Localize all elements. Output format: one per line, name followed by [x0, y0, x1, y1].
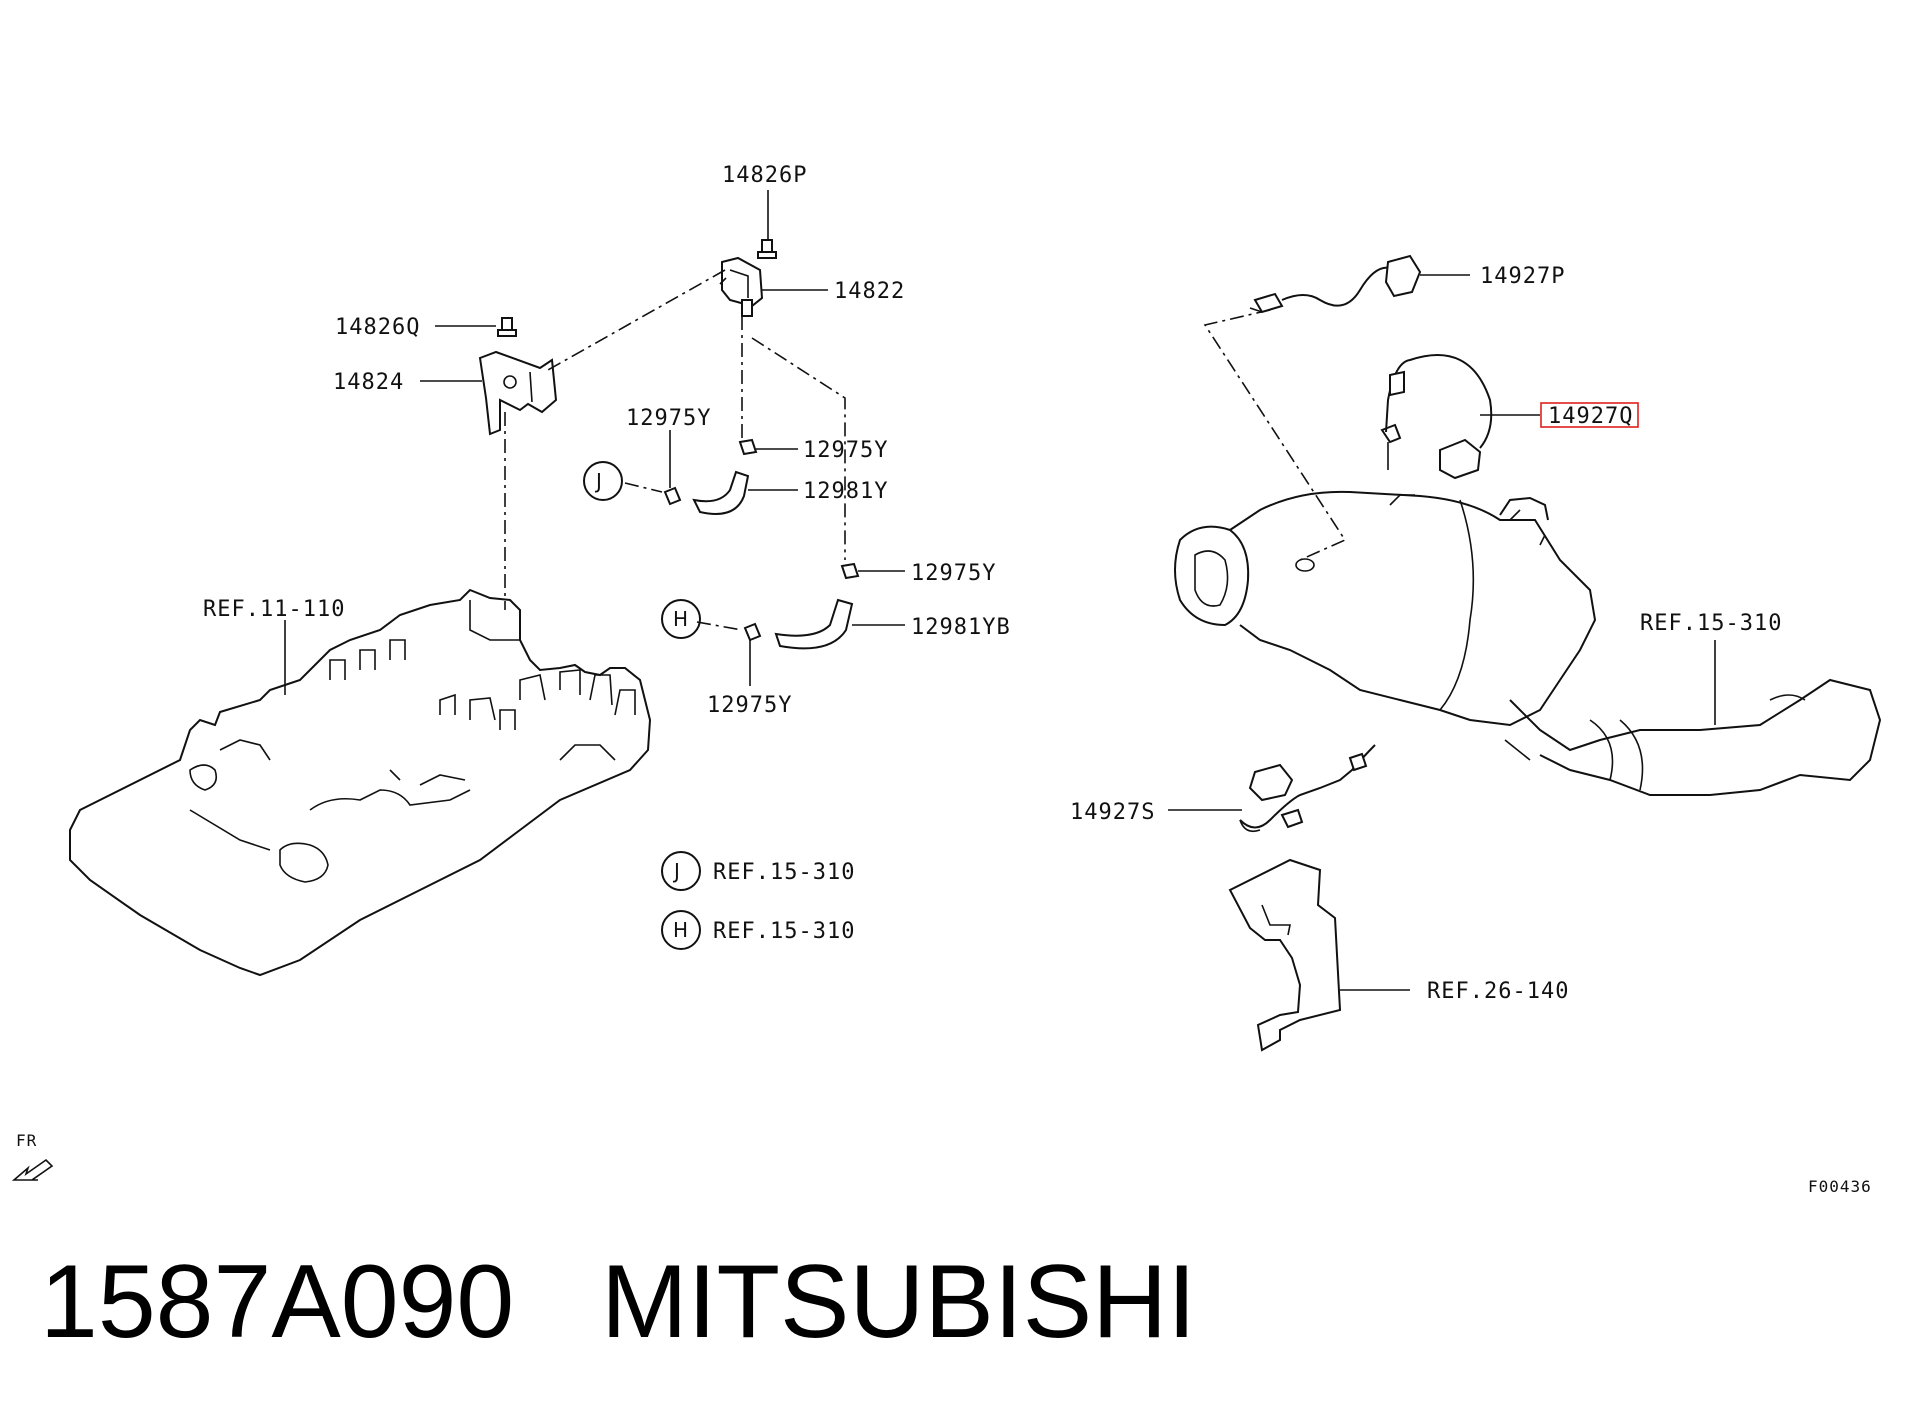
legend-H-ref: REF.15-310 [713, 919, 855, 944]
fr-label: FR [16, 1131, 37, 1150]
label-12975Y-middle: 12975Y [911, 561, 996, 586]
bracket-assembly-drawing [478, 239, 860, 650]
legend-J: J REF.15-310 [661, 851, 855, 891]
callout-J-letter: J [594, 469, 602, 493]
footer-part-number: 1587A090 [40, 1244, 515, 1360]
label-12981Y: 12981Y [803, 479, 888, 504]
footer-brand: MITSUBISHI [600, 1244, 1197, 1360]
label-14927Q: 14927Q [1548, 404, 1633, 429]
callout-H: H [661, 599, 701, 639]
callout-H-letter: H [673, 607, 688, 631]
footer-caption: 1587A090 MITSUBISHI [40, 1250, 1196, 1354]
front-arrow-icon [11, 1158, 54, 1181]
highlight-box-14927Q [1540, 402, 1639, 428]
sensor-14927P-drawing [1249, 254, 1422, 314]
label-14822: 14822 [834, 279, 905, 304]
label-14927P: 14927P [1480, 264, 1565, 289]
label-14824: 14824 [333, 370, 404, 395]
sensor-14927S-drawing [1239, 744, 1376, 833]
label-14927S: 14927S [1070, 800, 1155, 825]
label-12981YB: 12981YB [911, 615, 1011, 640]
dash-leaders [504, 269, 1347, 631]
legend-J-ref: REF.15-310 [713, 860, 855, 885]
label-ref-15-310: REF.15-310 [1640, 611, 1782, 636]
label-12975Y-upper-left: 12975Y [626, 406, 711, 431]
label-14826P: 14826P [722, 163, 807, 188]
leader-lines [284, 190, 1716, 991]
heat-shield-drawing [1228, 858, 1342, 1052]
figure-code: F00436 [1808, 1177, 1872, 1196]
label-ref-11-110: REF.11-110 [203, 597, 345, 622]
engine-cover-drawing [69, 588, 652, 977]
legend-J-letter: J [672, 859, 680, 883]
label-12975Y-lower: 12975Y [707, 693, 792, 718]
exhaust-assembly-drawing [1174, 490, 1882, 796]
legend-H: H REF.15-310 [661, 910, 855, 950]
sensor-14927Q-drawing [1380, 354, 1493, 480]
label-12975Y-upper-right: 12975Y [803, 438, 888, 463]
front-direction-indicator: FR [11, 1131, 54, 1181]
label-14826Q: 14826Q [335, 315, 420, 340]
legend-H-letter: H [673, 918, 688, 942]
callout-J: J [583, 461, 623, 501]
label-ref-26-140: REF.26-140 [1427, 979, 1569, 1004]
